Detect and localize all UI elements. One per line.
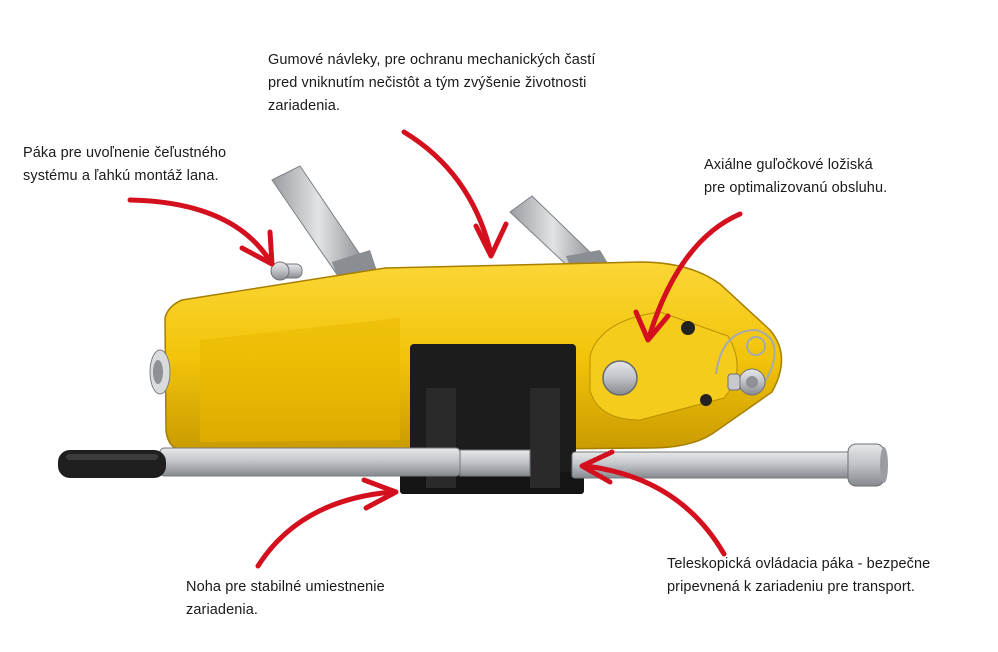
foot-plate bbox=[400, 344, 584, 494]
safety-pin bbox=[715, 328, 776, 396]
annotation-line: pred vniknutím nečistôt a tým zvýšenie ž… bbox=[268, 75, 587, 91]
annotation-telescopic-lever: Teleskopická ovládacia páka - bezpečne p… bbox=[667, 553, 930, 599]
annotation-line: Axiálne guľočkové ložiská bbox=[704, 157, 873, 173]
annotation-line: Páka pre uvoľnenie čeľustného bbox=[23, 145, 227, 161]
arrow-bearings bbox=[633, 211, 743, 343]
arrow-foot bbox=[255, 477, 399, 569]
annotation-line: pripevnená k zariadeniu pre transport. bbox=[667, 579, 916, 595]
annotation-line: Gumové návleky, pre ochranu mechanických… bbox=[268, 52, 596, 68]
end-cap bbox=[149, 349, 171, 395]
annotation-line: zariadenia. bbox=[186, 602, 259, 618]
arrow-gaiters bbox=[401, 129, 509, 259]
annotation-bearings: Axiálne guľočkové ložiská pre optimalizo… bbox=[704, 154, 887, 200]
annotation-line: Noha pre stabilné umiestnenie bbox=[186, 579, 385, 595]
bolt bbox=[700, 394, 712, 406]
arrow-telescopic-lever bbox=[579, 449, 727, 557]
release-lever-knob bbox=[270, 261, 303, 281]
arrow-release-lever bbox=[127, 197, 275, 267]
annotation-foot: Noha pre stabilné umiestnenie zariadenia… bbox=[186, 576, 385, 622]
annotation-gaiters: Gumové návleky, pre ochranu mechanických… bbox=[268, 49, 596, 118]
annotation-line: Teleskopická ovládacia páka - bezpečne bbox=[667, 556, 931, 572]
bearing-cap bbox=[602, 360, 638, 396]
annotation-line: systému a ľahkú montáž lana. bbox=[23, 168, 219, 184]
bolt bbox=[681, 321, 695, 335]
telescopic-tube bbox=[159, 443, 888, 487]
annotation-line: pre optimalizovanú obsluhu. bbox=[704, 180, 888, 196]
annotation-line: zariadenia. bbox=[268, 98, 341, 114]
annotation-release-lever: Páka pre uvoľnenie čeľustného systému a … bbox=[23, 142, 226, 188]
